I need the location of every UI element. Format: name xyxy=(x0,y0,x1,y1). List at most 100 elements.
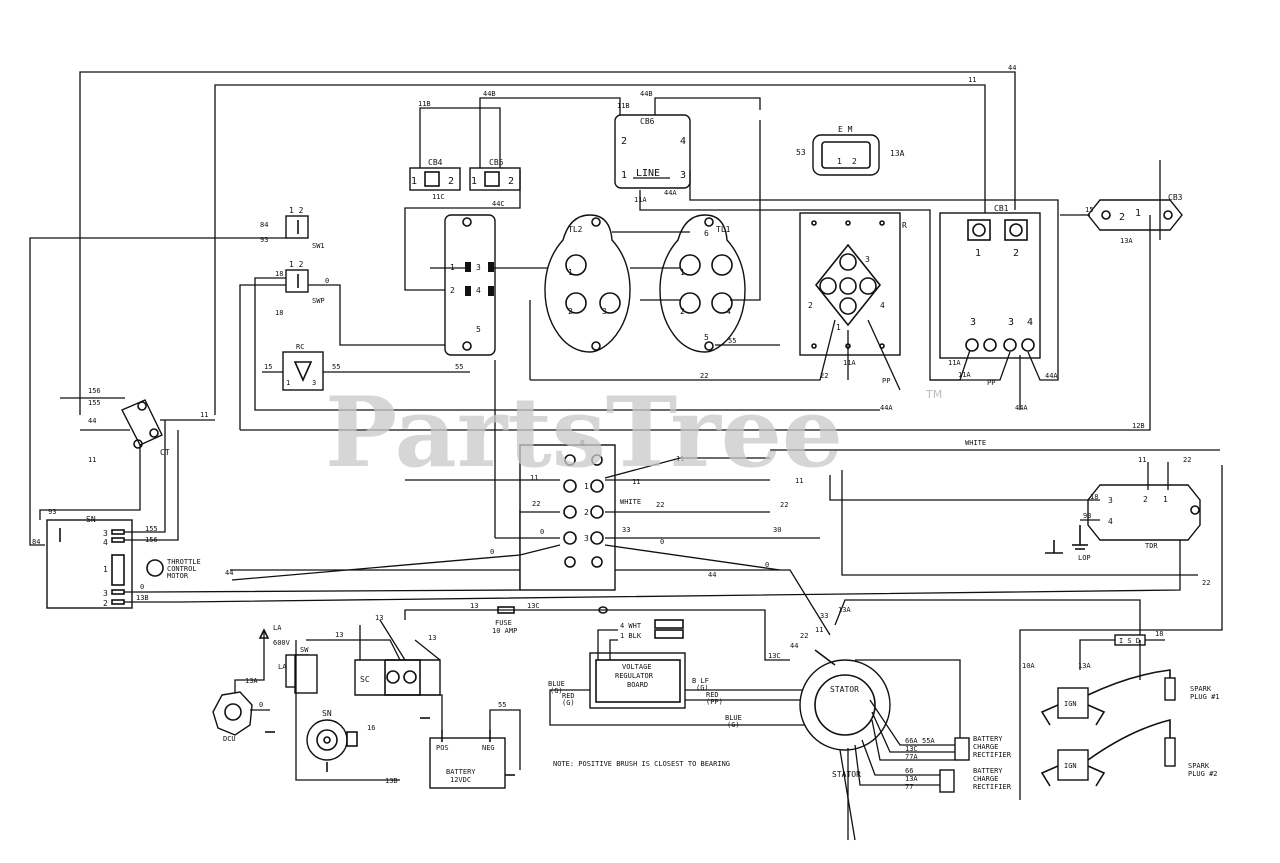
svg-text:13A: 13A xyxy=(838,606,851,614)
svg-text:3: 3 xyxy=(103,589,108,598)
svg-text:REGULATOR: REGULATOR xyxy=(615,672,654,680)
svg-text:15: 15 xyxy=(264,363,272,371)
svg-text:MOTOR: MOTOR xyxy=(167,572,189,580)
svg-text:2: 2 xyxy=(1143,495,1148,504)
receptacle-rc-left: 1 2 3 4 5 xyxy=(444,214,496,356)
switch-ct: CT xyxy=(121,399,170,457)
svg-text:53: 53 xyxy=(796,148,806,157)
svg-text:1: 1 xyxy=(103,565,108,574)
svg-text:10A: 10A xyxy=(1022,662,1035,670)
svg-text:VOLTAGE: VOLTAGE xyxy=(622,663,652,671)
voltage-regulator-board: VOLTAGE REGULATOR BOARD xyxy=(589,652,686,709)
svg-text:RECTIFIER: RECTIFIER xyxy=(973,751,1012,759)
ground-lop: LOP xyxy=(1072,525,1091,562)
svg-text:11A: 11A xyxy=(948,359,961,367)
svg-text:0: 0 xyxy=(490,548,494,556)
svg-text:3: 3 xyxy=(584,534,589,543)
svg-text:13A: 13A xyxy=(890,149,905,158)
svg-text:1: 1 xyxy=(837,157,842,166)
svg-text:2: 2 xyxy=(568,307,573,316)
svg-text:11A: 11A xyxy=(958,371,971,379)
label-11a: 11A xyxy=(634,196,647,204)
svg-text:156: 156 xyxy=(88,387,101,395)
svg-text:44A: 44A xyxy=(880,404,893,412)
svg-text:0: 0 xyxy=(660,538,664,546)
svg-text:BATTERY: BATTERY xyxy=(446,768,476,776)
svg-text:33: 33 xyxy=(622,526,630,534)
svg-text:1 BLK: 1 BLK xyxy=(620,632,642,640)
top-wires xyxy=(79,71,1016,415)
label-44b-a: 44B xyxy=(483,90,496,98)
svg-text:22: 22 xyxy=(780,501,788,509)
svg-text:PLUG #1: PLUG #1 xyxy=(1190,693,1220,701)
spark-plug-1: SPARK PLUG #1 xyxy=(1164,677,1220,701)
svg-text:4: 4 xyxy=(476,286,481,295)
svg-text:(G): (G) xyxy=(562,699,575,707)
svg-text:13C: 13C xyxy=(527,602,540,610)
svg-text:4: 4 xyxy=(1108,517,1113,526)
fuse-10amp: FUSE 10 AMP xyxy=(492,606,517,635)
svg-text:RED: RED xyxy=(706,691,719,699)
svg-text:13: 13 xyxy=(428,634,436,642)
label-44-top: 44 xyxy=(1008,64,1016,72)
svg-text:2: 2 xyxy=(1119,212,1125,223)
svg-text:12B: 12B xyxy=(1132,422,1145,430)
svg-text:13: 13 xyxy=(470,602,478,610)
svg-text:FUSE: FUSE xyxy=(495,619,512,627)
svg-text:3: 3 xyxy=(865,255,870,264)
svg-text:1: 1 xyxy=(1163,495,1168,504)
watermark: PartsTree TM xyxy=(325,376,942,489)
svg-text:0: 0 xyxy=(140,583,144,591)
svg-text:B LF: B LF xyxy=(692,677,709,685)
breaker-cb3: CB3 2 1 13A xyxy=(1087,193,1183,245)
svg-text:1: 1 xyxy=(584,482,589,491)
twistlock-tl1: TL1 1 6 2 4 5 xyxy=(659,214,746,353)
svg-text:55: 55 xyxy=(332,363,340,371)
svg-text:13A: 13A xyxy=(1078,662,1091,670)
svg-text:93: 93 xyxy=(260,236,268,244)
svg-text:22: 22 xyxy=(820,372,828,380)
svg-text:LOP: LOP xyxy=(1078,554,1091,562)
svg-text:CB4: CB4 xyxy=(428,158,443,167)
svg-text:55: 55 xyxy=(455,363,463,371)
svg-text:11A: 11A xyxy=(843,359,856,367)
svg-text:1: 1 xyxy=(680,268,685,277)
svg-text:LA: LA xyxy=(273,624,282,632)
svg-text:STATOR: STATOR xyxy=(832,770,861,779)
svg-text:3: 3 xyxy=(103,529,108,538)
svg-text:3: 3 xyxy=(970,317,976,328)
svg-text:4: 4 xyxy=(103,538,108,547)
ignition-coil-1: IGN xyxy=(1040,687,1106,726)
svg-text:13: 13 xyxy=(375,614,383,622)
battery-12vdc: POS NEG BATTERY 12VDC xyxy=(429,730,506,789)
svg-text:BOARD: BOARD xyxy=(627,681,648,689)
svg-text:22: 22 xyxy=(1202,579,1210,587)
svg-text:NEG: NEG xyxy=(482,744,495,752)
svg-text:1 2: 1 2 xyxy=(289,260,304,269)
svg-text:STATOR: STATOR xyxy=(830,685,859,694)
svg-text:155: 155 xyxy=(88,399,101,407)
svg-text:44: 44 xyxy=(88,417,96,425)
svg-text:1: 1 xyxy=(286,379,290,387)
svg-text:WHITE: WHITE xyxy=(620,498,641,506)
svg-text:BATTERY: BATTERY xyxy=(973,735,1003,743)
svg-text:0: 0 xyxy=(765,561,769,569)
throttle-motor-icon xyxy=(146,559,164,577)
svg-text:4 WHT: 4 WHT xyxy=(620,622,642,630)
svg-text:0: 0 xyxy=(580,439,585,448)
svg-text:2: 2 xyxy=(103,599,108,608)
terminal-block: 0 1 2 3 xyxy=(519,439,616,591)
svg-text:2: 2 xyxy=(808,301,813,310)
breaker-cb4: CB4 1 2 xyxy=(409,158,461,191)
svg-text:TDR: TDR xyxy=(1145,542,1158,550)
svg-text:13A: 13A xyxy=(245,677,258,685)
svg-text:(G): (G) xyxy=(727,721,740,729)
svg-text:22: 22 xyxy=(800,632,808,640)
svg-text:IGN: IGN xyxy=(1064,700,1077,708)
svg-text:IGN: IGN xyxy=(1064,762,1077,770)
svg-text:PP: PP xyxy=(882,377,890,385)
svg-text:SC: SC xyxy=(360,675,370,684)
svg-text:11: 11 xyxy=(815,626,823,634)
svg-text:CB6: CB6 xyxy=(640,117,655,126)
